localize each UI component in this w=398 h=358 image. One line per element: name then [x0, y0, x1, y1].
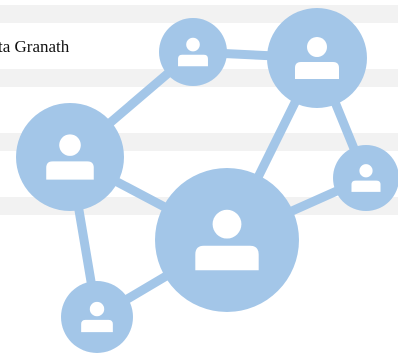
person-icon — [359, 164, 373, 178]
person-icon — [186, 37, 200, 52]
person-icon — [307, 37, 327, 57]
person-icon — [212, 209, 242, 239]
person-node — [333, 145, 398, 211]
person-node — [61, 281, 133, 353]
person-icon — [59, 134, 81, 156]
person-icon — [89, 301, 105, 317]
person-node — [267, 8, 367, 108]
person-node — [16, 103, 124, 211]
person-node — [155, 168, 299, 312]
name-text: ta Granath — [0, 37, 70, 56]
person-node — [159, 18, 227, 86]
network-nodes — [16, 8, 398, 353]
